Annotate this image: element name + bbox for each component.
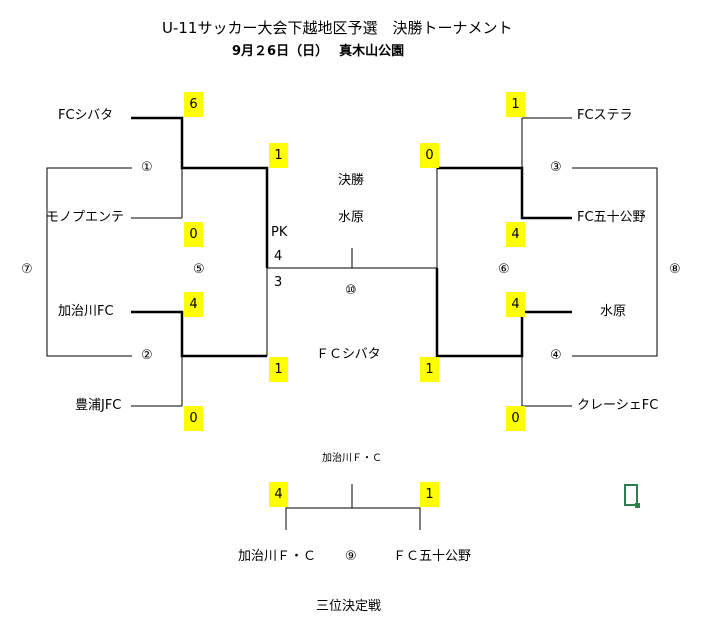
final-label: 決勝 [338,173,365,188]
score-r1-left-3: 4 [184,292,203,317]
final-team-bottom: ＦＣシバタ [316,347,381,362]
pk-score-bottom: 3 [274,275,283,290]
match-number-8: ⑧ [669,262,681,277]
match-number-10: ⑩ [345,283,357,298]
match-number-9: ⑨ [345,549,357,564]
score-r1-right-2: 4 [506,222,525,247]
score-r1-left-2: 0 [184,222,203,247]
spreadsheet-icon[interactable] [624,484,640,508]
match-number-4: ④ [550,348,562,363]
team-right-3: 水原 [600,304,627,319]
score-r1-right-3: 4 [506,292,525,317]
page-subtitle: 9月２6日（日） 真木山公園 [232,44,405,59]
match-number-2: ② [141,348,153,363]
team-left-2: モノプエンテ [46,210,125,225]
match-number-1: ① [141,160,153,175]
page-title: U-11サッカー大会下越地区予選 決勝トーナメント [162,19,513,37]
final-team-top: 水原 [338,210,365,225]
match-number-3: ③ [550,160,562,175]
score-sf-right-bottom: 1 [420,357,439,382]
match-number-5: ⑤ [193,262,205,277]
team-right-top: FCステラ [577,108,633,123]
score-third-left: 4 [269,482,288,507]
third-place-winner: 加治川Ｆ・Ｃ [322,453,382,464]
score-r1-left-top: 6 [184,92,203,117]
team-right-2: FC五十公野 [577,210,646,225]
score-r1-left-bottom: 0 [184,406,203,431]
score-sf-right-top: 0 [420,143,439,168]
team-right-bottom: クレーシェFC [577,398,659,413]
third-place-label: 三位決定戦 [316,599,382,614]
pk-label: PK [271,225,288,240]
team-left-3: 加治川FC [58,304,114,319]
third-place-team-right: ＦＣ五十公野 [393,549,472,564]
score-r1-right-top: 1 [506,92,525,117]
match-number-6: ⑥ [498,262,510,277]
score-r1-right-bottom: 0 [506,406,525,431]
score-sf-left-bottom: 1 [269,357,288,382]
team-left-top: FCシバタ [58,108,114,123]
pk-score-top: 4 [274,249,283,264]
score-third-right: 1 [420,482,439,507]
match-number-7: ⑦ [21,262,33,277]
third-place-team-left: 加治川Ｆ・Ｃ [238,549,317,564]
team-left-bottom: 豊浦JFC [75,398,122,413]
score-sf-left-top: 1 [269,143,288,168]
